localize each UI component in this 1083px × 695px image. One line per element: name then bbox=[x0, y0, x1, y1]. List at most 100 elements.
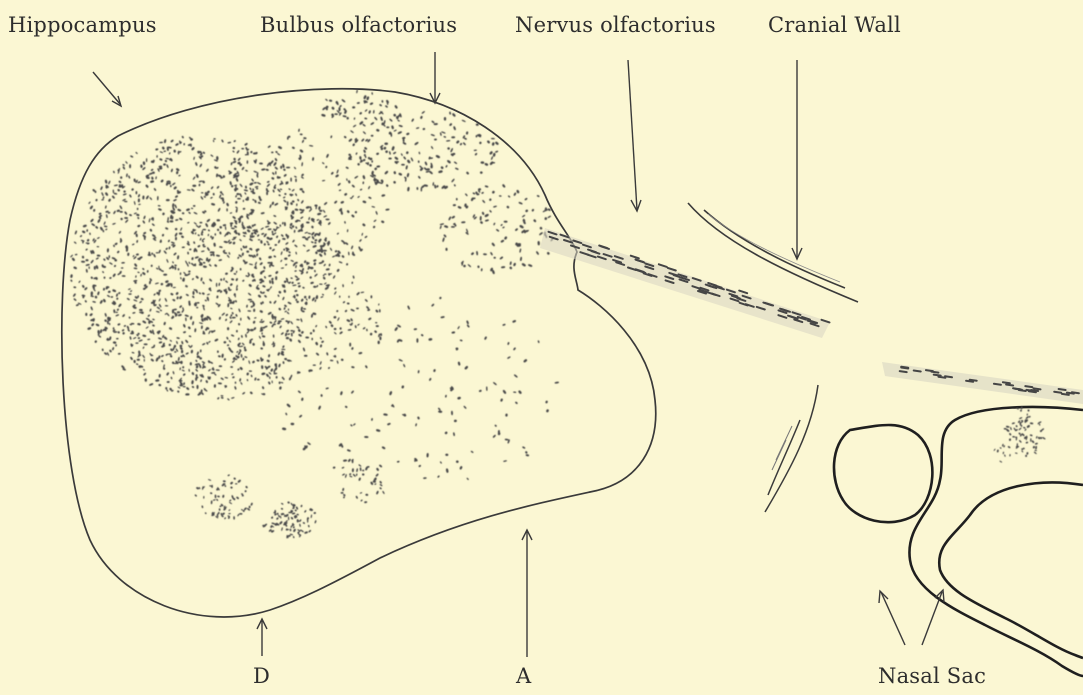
cell-dot bbox=[292, 146, 296, 149]
cell-dot bbox=[536, 251, 540, 255]
cell-dot bbox=[274, 202, 279, 206]
a-label: A bbox=[516, 664, 531, 688]
nasal-sac-label: Nasal Sac bbox=[878, 664, 986, 688]
cell-dot bbox=[341, 255, 345, 259]
cell-dot bbox=[224, 377, 228, 379]
cell-dot bbox=[254, 261, 257, 265]
cell-dot bbox=[406, 132, 410, 135]
cell-dot bbox=[326, 268, 330, 271]
cell-dot bbox=[174, 232, 178, 237]
cell-dot bbox=[152, 324, 155, 327]
cell-dot bbox=[109, 262, 113, 265]
cell-dot bbox=[207, 293, 210, 295]
nerve-fiber bbox=[1006, 385, 1013, 386]
cell-dot bbox=[525, 454, 529, 457]
cell-dot bbox=[318, 405, 322, 410]
cell-dot bbox=[90, 295, 94, 297]
cell-dot bbox=[262, 291, 265, 294]
cell-dot bbox=[133, 178, 136, 182]
cell-dot bbox=[445, 454, 448, 456]
cell-dot bbox=[508, 195, 511, 198]
cell-dot bbox=[357, 163, 360, 166]
cell-dot bbox=[102, 271, 105, 274]
cell-dot bbox=[297, 282, 300, 284]
cell-dot bbox=[362, 200, 366, 203]
cell-dot bbox=[322, 293, 325, 295]
cell-dot bbox=[1025, 416, 1029, 420]
cell-dot bbox=[199, 222, 202, 224]
cell-dot bbox=[313, 262, 316, 266]
cell-dot bbox=[369, 164, 373, 167]
cell-dot bbox=[274, 158, 277, 162]
cell-dot bbox=[533, 219, 537, 223]
cell-dot bbox=[202, 229, 206, 231]
cell-dot bbox=[1034, 450, 1037, 451]
cell-dot bbox=[282, 164, 285, 169]
cell-dot bbox=[430, 134, 435, 137]
cell-dot bbox=[294, 509, 297, 511]
cell-dot bbox=[336, 232, 339, 235]
cell-dot bbox=[331, 106, 335, 110]
cell-dot bbox=[183, 143, 185, 146]
cell-dot bbox=[291, 333, 293, 337]
cell-dot bbox=[145, 195, 149, 200]
cell-dot bbox=[286, 329, 290, 333]
cell-dot bbox=[199, 322, 203, 324]
cell-dot bbox=[292, 526, 295, 529]
cell-dot bbox=[341, 99, 346, 103]
cell-dot bbox=[116, 338, 119, 340]
cell-dot bbox=[314, 273, 318, 277]
cell-dot bbox=[266, 359, 270, 362]
cell-dot bbox=[168, 246, 170, 249]
cell-dot bbox=[500, 224, 503, 227]
cell-dot bbox=[319, 253, 323, 257]
cell-dot bbox=[286, 167, 290, 169]
cell-dot bbox=[348, 329, 352, 331]
cell-dot bbox=[531, 208, 534, 211]
cell-dot bbox=[341, 492, 344, 494]
cell-dot bbox=[188, 270, 191, 272]
cell-dot bbox=[164, 298, 167, 302]
cell-dot bbox=[129, 214, 133, 217]
cell-dot bbox=[453, 126, 456, 131]
cell-dot bbox=[136, 363, 139, 365]
cell-dot bbox=[1002, 451, 1004, 454]
cell-dot bbox=[393, 129, 397, 132]
cell-dot bbox=[187, 252, 189, 255]
cell-dot bbox=[225, 318, 228, 321]
cell-dot bbox=[74, 230, 77, 235]
cell-dot bbox=[227, 344, 230, 346]
cell-dot bbox=[206, 342, 209, 345]
cell-dot bbox=[307, 232, 311, 234]
cell-dot bbox=[296, 319, 300, 321]
cell-dot bbox=[125, 161, 128, 164]
cell-dot bbox=[367, 162, 369, 165]
nasal-sac-dots bbox=[993, 406, 1046, 463]
cell-dot bbox=[169, 344, 171, 346]
cell-dot bbox=[371, 206, 375, 208]
cell-dot bbox=[216, 369, 220, 371]
cell-dot bbox=[298, 333, 302, 337]
cell-dot bbox=[285, 242, 289, 245]
cell-dot bbox=[203, 246, 206, 248]
cell-dot bbox=[273, 300, 277, 304]
cell-dot bbox=[240, 318, 241, 321]
cell-dot bbox=[186, 208, 191, 212]
cell-dot bbox=[191, 188, 195, 192]
cell-dot bbox=[302, 522, 305, 525]
cell-dot bbox=[999, 460, 1002, 463]
cell-dot bbox=[300, 318, 303, 322]
cell-dot bbox=[207, 229, 210, 232]
cell-dot bbox=[118, 180, 122, 183]
cell-dot bbox=[90, 276, 93, 279]
cell-dot bbox=[492, 162, 495, 163]
cell-dot bbox=[192, 295, 195, 298]
cell-dot bbox=[440, 223, 445, 225]
cell-dot bbox=[1027, 409, 1029, 411]
nerve-fiber bbox=[1015, 389, 1022, 390]
cell-dot bbox=[259, 162, 263, 164]
nerve-fiber bbox=[1054, 392, 1061, 393]
cell-dot bbox=[520, 257, 523, 262]
cell-dot bbox=[143, 372, 147, 376]
cell-dot bbox=[364, 501, 367, 503]
